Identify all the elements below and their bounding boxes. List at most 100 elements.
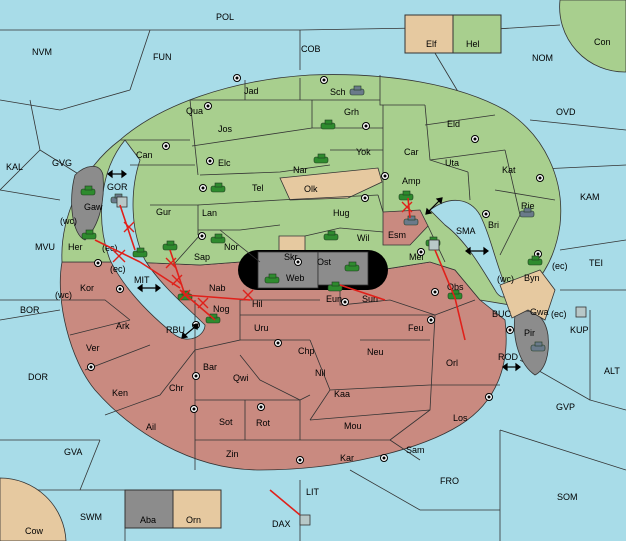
label-nil: Nil [315,368,326,378]
province-gwa[interactable] [499,269,556,321]
label-ost: Ost [317,257,332,267]
sea-alt: ALT [604,366,620,376]
legend-hel-box [452,14,502,54]
coast-wc-byn: (wc) [497,274,514,284]
label-bri: Bri [488,220,499,230]
sea-mit-gulf[interactable] [101,139,206,340]
province-cow[interactable] [0,477,67,541]
label-elc: Elc [218,158,231,168]
supply-center-icon [116,285,124,293]
sea-sma: SMA [456,226,476,236]
supply-center-icon [381,172,389,180]
province-olk[interactable] [279,167,383,201]
supply-center-icon [417,248,425,256]
label-jos: Jos [218,124,233,134]
tank-icon[interactable] [344,261,360,272]
ship-icon[interactable] [403,215,419,226]
label-mel: Mel [409,252,424,262]
supply-center-icon [482,210,490,218]
tank-icon[interactable] [320,119,336,130]
tank-icon[interactable] [210,182,226,193]
supply-center-icon [204,102,212,110]
province-borders [62,75,556,470]
label-sap: Sap [194,252,210,262]
label-los: Los [453,413,468,423]
province-esm[interactable] [382,209,429,246]
order-arrow-icon [119,204,136,251]
sea-dor: DOR [28,372,49,382]
ship-icon[interactable] [519,207,535,218]
tank-icon[interactable] [398,190,414,201]
tank-icon[interactable] [80,185,96,196]
double-arrow-icon [137,283,161,293]
sea-gor: GOR [107,182,128,192]
order-arrow-icon [269,489,301,516]
label-uta: Uta [445,158,459,168]
order-arrow-icon [407,197,411,219]
sea-buc: BUC [492,309,512,319]
sea-ovd: OVD [556,107,576,117]
supply-center-icon [190,405,198,413]
double-arrow-icon [465,246,489,256]
supply-center-icon [296,456,304,464]
label-kar: Kar [340,453,354,463]
label-hil: Hil [252,299,263,309]
sea-rod: ROD [498,352,519,362]
coast-wc-kor: (wc) [55,290,72,300]
label-nog: Nog [213,304,230,314]
tank-icon[interactable] [323,230,339,241]
province-con[interactable] [559,0,626,73]
label-eun: Eun [326,294,342,304]
label-uru: Uru [254,323,269,333]
sea-pol: POL [216,12,234,22]
legend-aba-box [124,489,174,529]
supply-center-icon [485,393,493,401]
supply-center-icon [506,326,514,334]
tank-icon[interactable] [327,281,343,292]
dislodged-cross-icon [112,249,126,263]
fleet-box-icon[interactable] [116,196,128,208]
dislodged-cross-icon [123,221,135,233]
sea-kup: KUP [570,325,589,335]
sea-nvm: NVM [32,47,52,57]
tank-icon[interactable] [132,247,148,258]
label-car: Car [404,147,419,157]
label-ver: Ver [86,343,100,353]
sea-fun: FUN [153,52,172,62]
coast-wc-gaw: (wc) [60,216,77,226]
fleet-box-icon[interactable] [575,306,587,318]
label-rie: Rie [521,201,535,211]
supply-center-icon [536,174,544,182]
province-ost[interactable] [317,251,369,286]
ship-icon[interactable] [530,341,546,352]
dislodged-cross-icon [179,289,191,301]
label-ken: Ken [112,388,128,398]
order-arrow-icon [184,294,251,301]
label-skr: Skr [284,252,298,262]
supply-center-icon [162,142,170,150]
sea-labels: POL NVM FUN COB NOM Con OVD KAL GVG GOR … [6,12,620,536]
ship-icon[interactable] [349,85,365,96]
label-nab: Nab [209,283,226,293]
legend-hel-label: Hel [466,39,480,49]
units [80,85,587,526]
label-zin: Zin [226,449,239,459]
fleet-box-icon[interactable] [428,239,440,251]
tank-icon[interactable] [527,255,543,266]
double-arrow-icon [425,197,443,215]
sea-tei: TEI [589,258,603,268]
tank-icon[interactable] [313,153,329,164]
tank-icon[interactable] [210,233,226,244]
fleet-box-icon[interactable] [299,514,311,526]
tank-icon[interactable] [81,229,97,240]
label-mou: Mou [344,421,362,431]
sea-som: SOM [557,492,578,502]
supply-center-icon [87,363,95,371]
label-tel: Tel [252,183,264,193]
province-gaw[interactable] [71,165,104,241]
dislodged-cross-icon [401,201,413,213]
label-ark: Ark [116,321,130,331]
tank-icon[interactable] [264,273,280,284]
supply-center-icon [361,194,369,202]
